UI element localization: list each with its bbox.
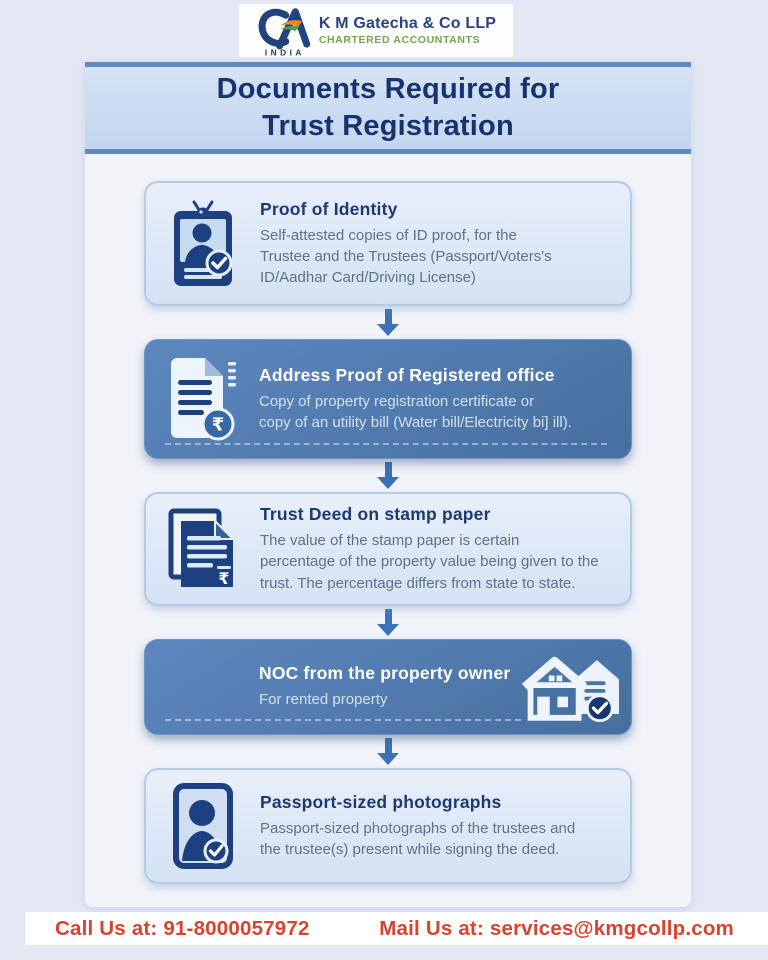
svg-text:₹: ₹ [218, 569, 229, 588]
card-body-line: For rented property [259, 691, 388, 709]
card-title: Passport-sized photographs [260, 791, 502, 812]
card-title: Proof of Identity [260, 198, 398, 219]
card-proof-of-identity: Proof of Identity Self-attested copies o… [144, 181, 632, 306]
card-body-line: Copy of property registration certificat… [259, 392, 535, 410]
phone-contact[interactable]: Call Us at: 91-8000057972 [55, 916, 310, 940]
card-passport-photographs: Passport-sized photographs Passport-size… [144, 768, 632, 884]
down-arrow-icon [377, 306, 399, 339]
cards-column: Proof of Identity Self-attested copies o… [85, 154, 691, 884]
down-arrow-icon [377, 459, 399, 492]
card-trust-deed: ₹ Trust Deed on stamp paper The value of… [144, 492, 632, 606]
svg-text:₹: ₹ [212, 415, 225, 436]
page-title-line2: Trust Registration [262, 110, 514, 142]
stamp-paper-documents-icon: ₹ [146, 508, 260, 590]
card-body-line: trust. The percentage differs from state… [260, 574, 576, 592]
dashed-divider [165, 443, 607, 445]
card-body-line: The value of the stamp paper is certain [260, 532, 520, 550]
card-address-proof: ₹ Address Proof of Registered office Cop… [144, 339, 632, 459]
id-badge-check-icon [146, 200, 260, 288]
card-body-line: ID/Aadhar Card/Driving License) [260, 269, 476, 287]
dashed-divider [165, 719, 521, 721]
down-arrow-icon [377, 735, 399, 768]
card-body-line: Self-attested copies of ID proof, for th… [260, 226, 517, 244]
card-body-line: the trustee(s) present while signing the… [260, 841, 560, 858]
utility-bill-document-icon: ₹ [145, 354, 259, 444]
logo-country-label: INDIA [265, 47, 305, 57]
contact-footer: Call Us at: 91-8000057972 Mail Us at: se… [25, 912, 768, 945]
card-body-line: percentage of the property value being g… [260, 553, 599, 571]
ca-india-logo-icon: INDIA [258, 7, 311, 57]
logo-band: INDIA K M Gatecha & Co LLP CHARTERED ACC… [239, 4, 513, 57]
card-title: NOC from the property owner [259, 663, 511, 684]
card-body-line: Trustee and the Trustees (Passport/Voter… [260, 247, 552, 265]
card-noc-property-owner: NOC from the property owner For rented p… [144, 639, 632, 735]
down-arrow-icon [377, 606, 399, 639]
card-title: Address Proof of Registered office [259, 364, 555, 385]
passport-photo-check-icon [146, 783, 260, 869]
card-title: Trust Deed on stamp paper [260, 504, 491, 525]
main-panel: Documents Required for Trust Registratio… [85, 62, 691, 907]
page-title-line1: Documents Required for [216, 73, 560, 106]
email-contact[interactable]: Mail Us at: services@kmgcollp.com [379, 916, 734, 940]
house-check-icon [519, 650, 619, 731]
company-tagline: CHARTERED ACCOUNTANTS [318, 33, 481, 46]
page-title: Documents Required for Trust Registratio… [85, 62, 691, 154]
card-body-line: copy of an utility bill (Water bill/Elec… [259, 414, 572, 431]
company-name: K M Gatecha & Co LLP [318, 15, 497, 33]
card-body-line: Passport-sized photographs of the truste… [260, 819, 576, 837]
